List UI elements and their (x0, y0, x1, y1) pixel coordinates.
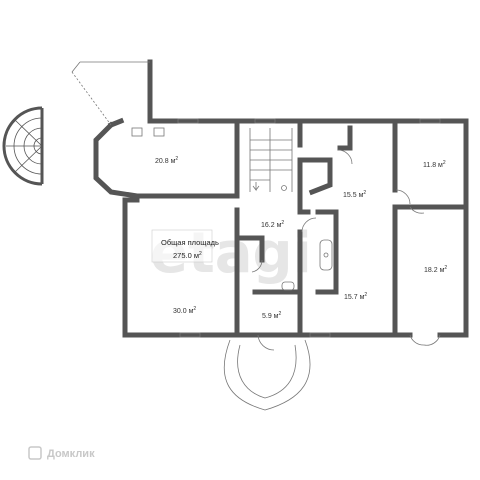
toilet-fixture (281, 281, 295, 291)
wall-core-wc-a (234, 235, 265, 263)
spiral-stair-icon (2, 106, 44, 186)
room-area-5-9: 5.9 м2 (262, 311, 282, 320)
room-area-11-8: 11.8 м2 (423, 160, 446, 169)
porch-outer (223, 339, 311, 411)
window-top-1 (177, 118, 199, 124)
window-bottom-1 (179, 332, 201, 338)
wall-left-lower (122, 193, 140, 338)
wall-bath-box (315, 209, 339, 295)
thin-lines (71, 61, 441, 411)
door-182 (409, 206, 425, 214)
room-area-30-0: 30.0 м2 (173, 306, 196, 315)
door-155 (337, 149, 353, 165)
window-top-3 (419, 118, 441, 124)
door-bath (301, 217, 317, 233)
total-area-label: Общая площадь (161, 238, 219, 247)
total-area-box: Общая площадь 275.0 м2 (151, 229, 219, 263)
wall-top-left (147, 59, 240, 124)
balcony-left (71, 61, 81, 73)
room-area-18-2: 18.2 м2 (424, 265, 447, 274)
total-area-value: 275.0 м2 (173, 251, 202, 260)
balcony-rail (71, 71, 112, 126)
wall-155-notch (337, 125, 353, 151)
room-area-15-5: 15.5 м2 (343, 190, 366, 199)
drain-fixture (323, 252, 329, 258)
room-area-16-2: 16.2 м2 (261, 220, 284, 229)
sink-fixture (153, 127, 165, 137)
window-top-2 (254, 118, 276, 124)
stairs (249, 128, 293, 192)
domclick-logo-icon (28, 446, 42, 460)
walls (93, 59, 469, 338)
brand-name: Домклик (47, 448, 95, 460)
porch-inner (237, 344, 297, 399)
door-balcony (409, 334, 441, 346)
door-118 (395, 189, 411, 205)
door-wc (251, 259, 263, 273)
window-bottom-2 (309, 332, 331, 338)
bathtub-fixture (319, 239, 333, 271)
stove-fixture (131, 127, 143, 137)
door-entrance (257, 334, 275, 351)
domclick-logo: Домклик (28, 446, 95, 460)
wall-bay (93, 121, 140, 199)
room-area-15-7: 15.7 м2 (344, 292, 367, 301)
room-area-20-8: 20.8 м2 (155, 156, 178, 165)
wall-155-closet (297, 157, 333, 196)
